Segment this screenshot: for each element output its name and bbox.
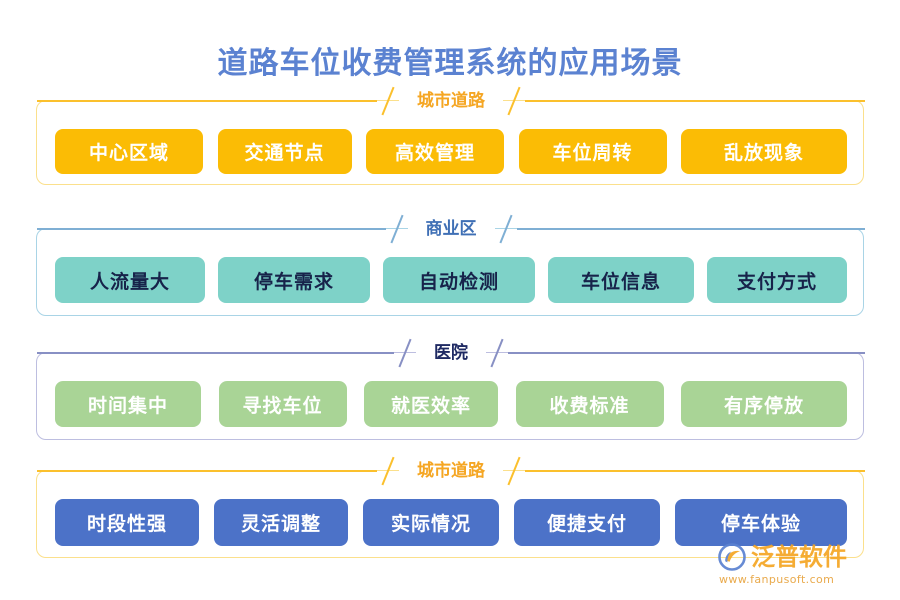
header-rule-left: [37, 100, 377, 102]
chip-row: 人流量大 停车需求 自动检测 车位信息 支付方式: [37, 257, 865, 303]
header-rule-right: [525, 470, 865, 472]
slash-mark-right-icon: [495, 216, 517, 242]
slash-mark-left-icon: [377, 458, 399, 484]
section-hospital: 医院 时间集中 寻找车位 就医效率 收费标准 有序停放: [36, 340, 865, 440]
chip-item[interactable]: 时间集中: [55, 381, 201, 427]
chip-item[interactable]: 时段性强: [55, 499, 199, 546]
chip-item[interactable]: 便捷支付: [514, 499, 660, 546]
section-header-label: 医院: [416, 340, 486, 366]
header-rule-left: [37, 228, 386, 230]
slash-mark-left-icon: [394, 340, 416, 366]
header-rule-left: [37, 470, 377, 472]
chip-item[interactable]: 寻找车位: [218, 381, 347, 427]
page-title: 道路车位收费管理系统的应用场景: [217, 46, 683, 81]
chip-item[interactable]: 实际情况: [363, 499, 499, 546]
section-header-label: 商业区: [407, 216, 495, 242]
section-urban-road-top: 城市道路 中心区域 交通节点 高效管理 车位周转 乱放现象: [36, 88, 865, 185]
chip-item[interactable]: 车位周转: [518, 129, 667, 174]
section-header-hospital: 医院: [37, 340, 865, 366]
section-header-urban-road-top: 城市道路: [37, 88, 865, 114]
section-header-label: 城市道路: [399, 458, 503, 484]
header-rule-left: [37, 352, 394, 354]
chip-item[interactable]: 人流量大: [55, 257, 205, 303]
slash-mark-left-icon: [386, 216, 408, 242]
chip-item[interactable]: 乱放现象: [681, 129, 847, 174]
chip-item[interactable]: 高效管理: [366, 129, 504, 174]
header-rule-right: [525, 100, 865, 102]
chip-item[interactable]: 车位信息: [548, 257, 694, 303]
slash-mark-right-icon: [486, 340, 508, 366]
chip-item[interactable]: 就医效率: [364, 381, 498, 427]
chip-item[interactable]: 中心区域: [55, 129, 203, 174]
chip-row: 时段性强 灵活调整 实际情况 便捷支付 停车体验: [37, 499, 865, 546]
chip-item[interactable]: 停车需求: [218, 257, 370, 303]
chip-item[interactable]: 自动检测: [383, 257, 535, 303]
chip-row: 时间集中 寻找车位 就医效率 收费标准 有序停放: [37, 381, 865, 427]
brand-watermark: 泛普软件 www.fanpusoft.com: [718, 542, 878, 588]
chip-item[interactable]: 有序停放: [681, 381, 847, 427]
slash-mark-left-icon: [377, 88, 399, 114]
section-header-urban-road-bottom: 城市道路: [37, 458, 865, 484]
header-rule-right: [508, 352, 865, 354]
chip-item[interactable]: 支付方式: [707, 257, 847, 303]
header-rule-right: [516, 228, 865, 230]
section-header-commercial-district: 商业区: [37, 216, 865, 242]
chip-item[interactable]: 交通节点: [217, 129, 352, 174]
slash-mark-right-icon: [503, 458, 525, 484]
chip-item[interactable]: 灵活调整: [214, 499, 348, 546]
slash-mark-right-icon: [503, 88, 525, 114]
fanpu-swoosh-icon: [718, 543, 746, 571]
brand-logo-row: 泛普软件: [718, 542, 878, 572]
brand-url: www.fanpusoft.com: [719, 573, 835, 586]
chip-row: 中心区域 交通节点 高效管理 车位周转 乱放现象: [37, 129, 865, 174]
section-commercial-district: 商业区 人流量大 停车需求 自动检测 车位信息 支付方式: [36, 216, 865, 316]
chip-item[interactable]: 收费标准: [515, 381, 664, 427]
chip-item[interactable]: 停车体验: [675, 499, 847, 546]
brand-name: 泛普软件: [751, 543, 847, 571]
section-header-label: 城市道路: [399, 88, 503, 114]
